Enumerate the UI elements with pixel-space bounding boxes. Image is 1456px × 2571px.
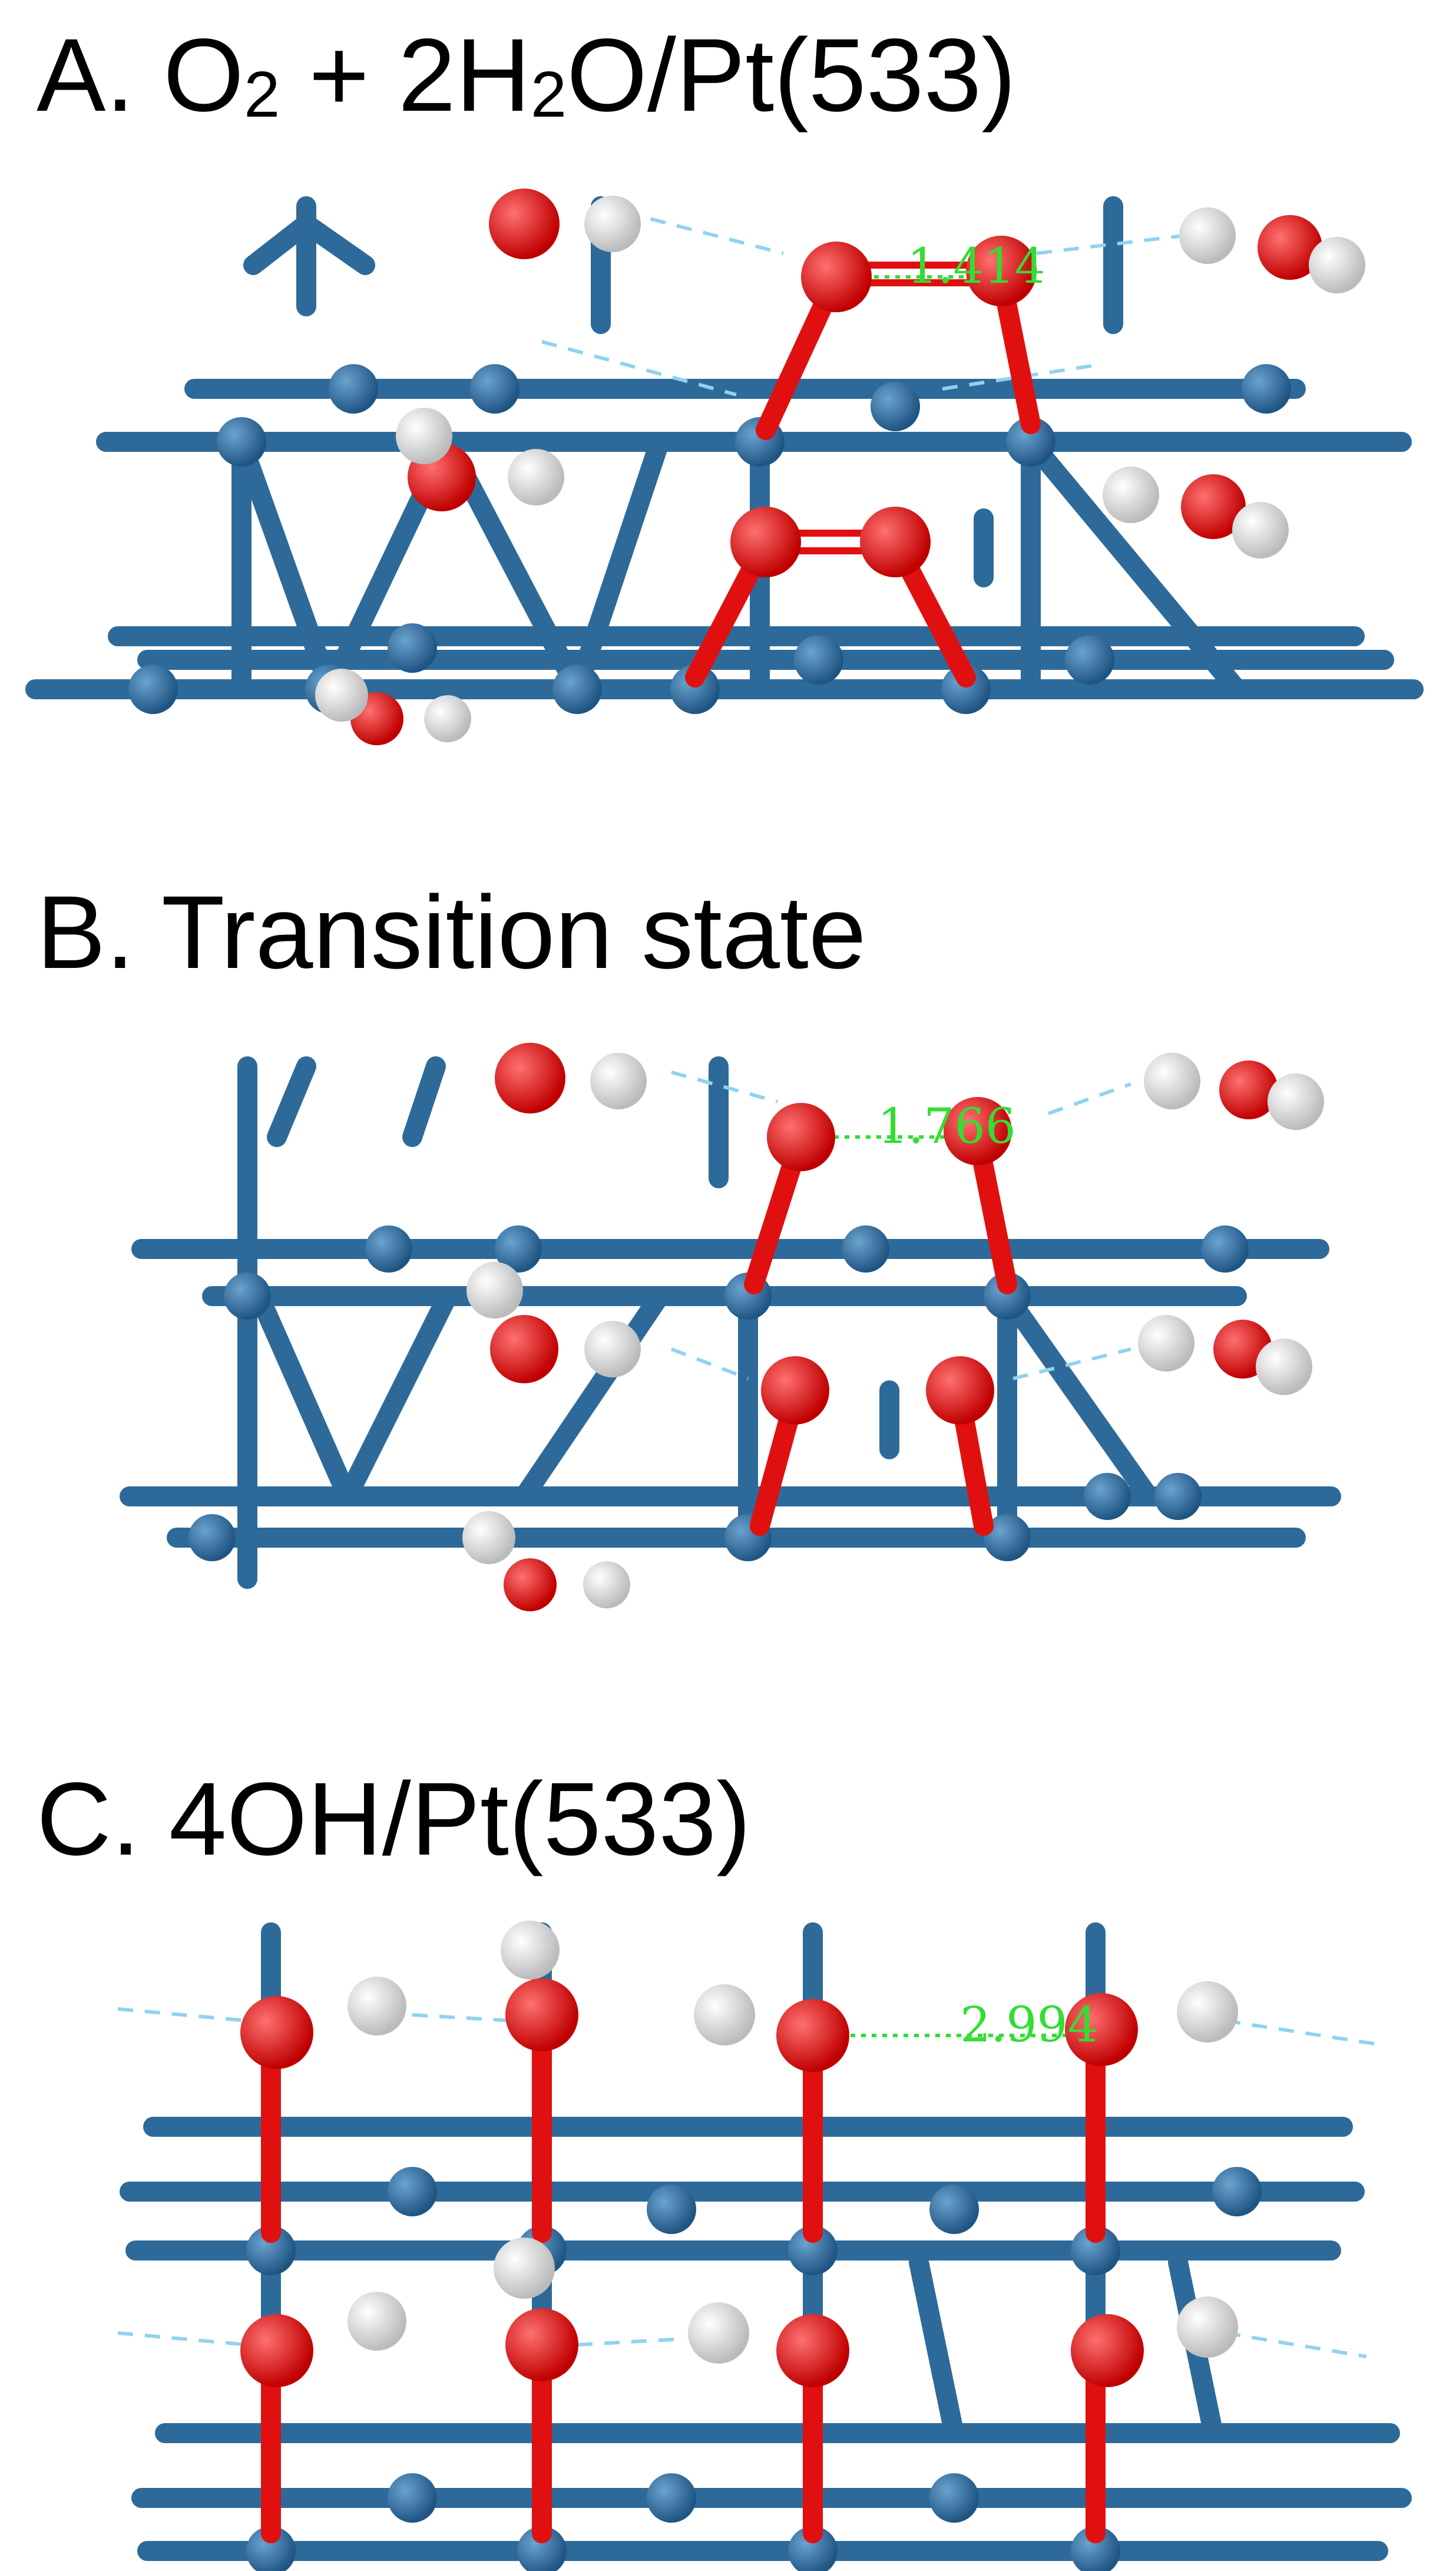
panel-a-title: A. O2 + 2H2O/Pt(533) bbox=[37, 24, 1016, 127]
hydrogen-atoms bbox=[315, 196, 1365, 742]
hydrogen-atoms bbox=[348, 1921, 1238, 2364]
panel-a-structure: 1.414 bbox=[25, 189, 1424, 745]
o-pt-bonds bbox=[744, 1127, 1017, 1536]
distance-label-a: 1.414 bbox=[907, 239, 1045, 295]
panel-a-title-sub2: 2 bbox=[530, 58, 567, 131]
panel-b-title: B. Transition state bbox=[37, 875, 866, 990]
oxygen-atoms bbox=[240, 1978, 1144, 2387]
hydrogen-atoms bbox=[462, 1053, 1324, 1608]
panel-a-title-sub1: 2 bbox=[244, 58, 280, 131]
panel-a-title-prefix: A. O bbox=[37, 18, 244, 133]
distance-label-c: 2.994 bbox=[960, 1997, 1098, 2053]
panel-b-structure: 1.766 bbox=[120, 1043, 1341, 1611]
o-pt-bonds bbox=[261, 2005, 1106, 2543]
hydrogen-bonds bbox=[541, 210, 1184, 396]
pt-atoms bbox=[128, 364, 1291, 714]
pt-atoms bbox=[188, 1225, 1249, 1561]
oxygen-atoms bbox=[490, 1043, 1278, 1611]
hydrogen-bonds bbox=[117, 2007, 1379, 2358]
pt-atoms bbox=[246, 2167, 1262, 2571]
panel-c-title: C. 4OH/Pt(533) bbox=[37, 1762, 751, 1877]
hydrogen-bonds bbox=[670, 1070, 1132, 1380]
panel-c-structure: 2.994 bbox=[117, 1921, 1412, 2571]
o-pt-bonds bbox=[685, 267, 1041, 688]
panel-a-title-suffix: O/Pt(533) bbox=[567, 18, 1016, 133]
distance-label-b: 1.766 bbox=[878, 1099, 1016, 1155]
panel-a-title-mid: + 2H bbox=[280, 18, 531, 133]
